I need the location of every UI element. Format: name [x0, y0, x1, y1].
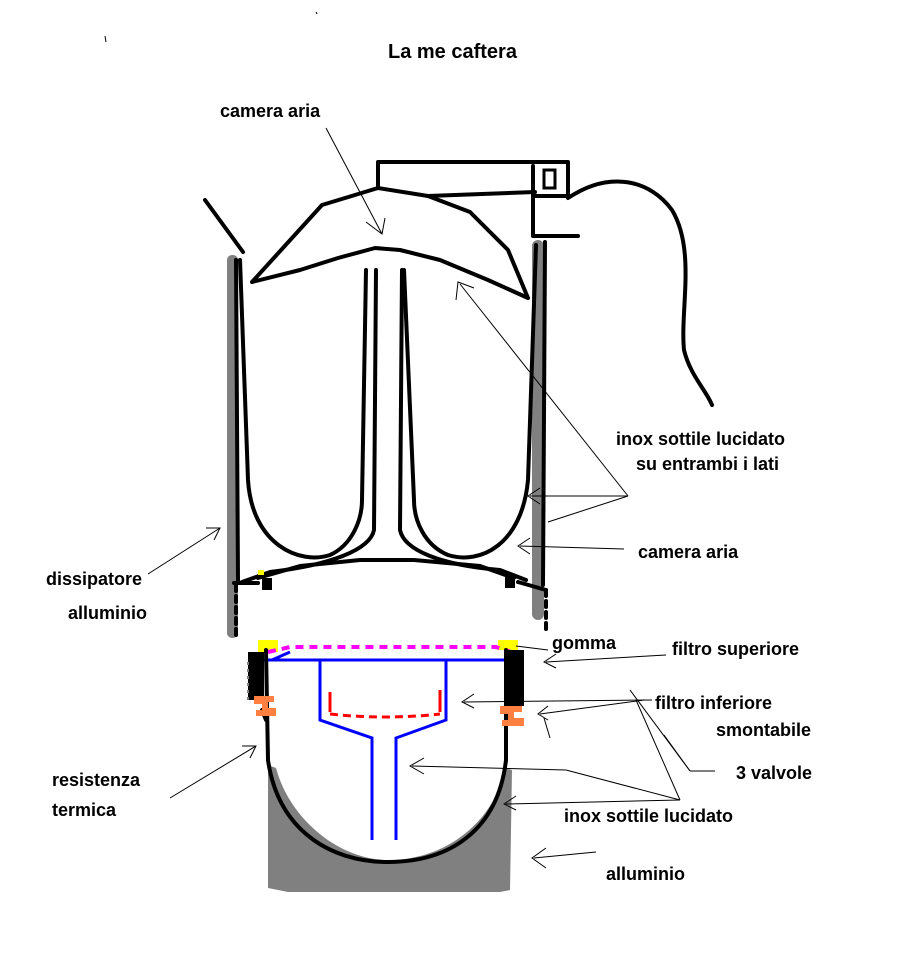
label-gomma: gomma — [552, 633, 617, 653]
aluminium-dissipator-walls — [227, 240, 544, 638]
arrow-resistenza — [169, 745, 257, 799]
arrow-gomma — [515, 645, 549, 651]
label-camera-aria-right: camera aria — [638, 542, 739, 562]
label-inox-lucidato-line2: su entrambi i lati — [636, 454, 779, 474]
label-dissipatore-line2: alluminio — [68, 603, 147, 623]
upper-filter — [267, 645, 521, 657]
stray-mark — [315, 11, 318, 15]
upper-chamber-walls — [234, 240, 547, 587]
stray-mark — [104, 35, 107, 43]
handle — [566, 179, 714, 407]
label-dissipatore-line1: dissipatore — [46, 569, 142, 589]
upper-thread — [232, 570, 548, 637]
arrow-filtro-inferiore — [463, 699, 653, 703]
lower-filter-funnel — [262, 650, 520, 840]
arrow-dissipatore — [147, 527, 221, 575]
label-alluminio: alluminio — [606, 864, 685, 884]
lower-boiler — [247, 648, 524, 762]
label-resistenza-line2: termica — [52, 800, 117, 820]
annotation-arrows — [147, 127, 715, 869]
filter-basket — [328, 690, 442, 719]
aluminium-base — [268, 765, 512, 892]
lid — [203, 160, 580, 300]
label-inox-lucidato-line1: inox sottile lucidato — [616, 429, 785, 449]
label-camera-aria-top: camera aria — [220, 101, 321, 121]
arrow-alluminio — [533, 851, 597, 859]
label-filtro-inferiore-line1: filtro inferiore — [655, 693, 772, 713]
label-filtro-superiore: filtro superiore — [672, 639, 799, 659]
diagram-title: La me caftera — [388, 41, 518, 63]
arrow-inox-lucidato-upper — [459, 283, 629, 497]
arrow-camera-aria-top — [325, 127, 383, 235]
label-filtro-inferiore-line2: smontabile — [716, 720, 811, 740]
arrow-inox-lucidato-lower — [565, 769, 681, 801]
boiler-bowl — [266, 758, 508, 864]
label-3-valvole: 3 valvole — [736, 763, 812, 783]
arrow-filtro-superiore — [545, 654, 667, 663]
arrow-camera-aria-right — [519, 545, 625, 550]
valve-icons — [254, 696, 524, 726]
label-resistenza-line1: resistenza — [52, 770, 141, 790]
label-inox-sottile: inox sottile lucidato — [564, 806, 733, 826]
